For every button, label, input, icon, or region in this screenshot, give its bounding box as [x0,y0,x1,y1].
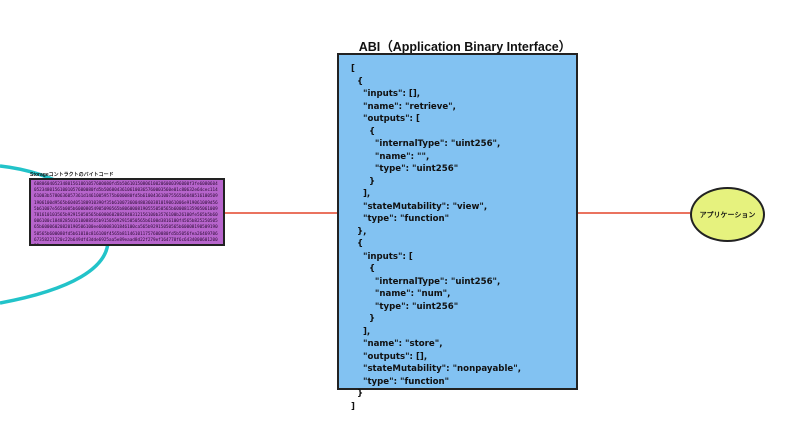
abi-code-line: "stateMutability": "view", [351,201,488,212]
abi-code-line: "internalType": "uint256", [351,139,501,149]
abi-code-line: ] [351,401,355,412]
abi-code-line: "type": "uint256" [351,164,459,174]
abi-code-line: "stateMutability": "nonpayable", [351,364,521,374]
abi-code-line: "outputs": [], [351,351,428,362]
abi-code-line: { [351,239,364,249]
abi-title: ABI（Application Binary Interface） [358,40,572,54]
abi-code-line: { [351,76,364,87]
abi-code-line: "inputs": [ [351,251,413,262]
abi-code-line: }, [351,226,367,237]
application-label: アプリケーション [699,211,756,219]
abi-code-line: [ [351,64,355,74]
bytecode-panel[interactable]: 608060405234801561001057600080fd5b506101… [29,178,225,246]
abi-code-line: "name": "store", [351,339,443,349]
abi-code-line: "outputs": [ [351,114,420,124]
abi-code-line: } [351,389,364,399]
bytecode-label: Storageコントラクトのバイトコード [30,172,114,178]
abi-code-line: "type": "uint256" [351,301,459,312]
abi-code-line: "internalType": "uint256", [351,276,501,287]
abi-code-line: "name": "num", [351,289,451,299]
abi-code-line: "type": "function" [351,214,450,224]
abi-code-line: } [351,176,376,187]
abi-code-line: { [351,264,376,274]
abi-code-line: "inputs": [], [351,89,421,99]
abi-code-line: ], [351,326,371,337]
abi-code-line: } [351,314,376,324]
abi-panel[interactable]: [ { "inputs": [], "name": "retrieve", "o… [337,53,578,412]
abi-code-line: "type": "function" [351,376,450,387]
bytecode-text: 608060405234801561001057600080fd5b506101… [34,182,218,243]
abi-code-line: "name": "", [351,151,430,162]
abi-json-code: [ { "inputs": [], "name": "retrieve", "o… [351,63,570,412]
abi-code-line: ], [351,189,371,199]
abi-code-line: { [351,126,376,137]
application-node[interactable]: アプリケーション [690,187,765,242]
abi-code-line: "name": "retrieve", [351,101,456,112]
